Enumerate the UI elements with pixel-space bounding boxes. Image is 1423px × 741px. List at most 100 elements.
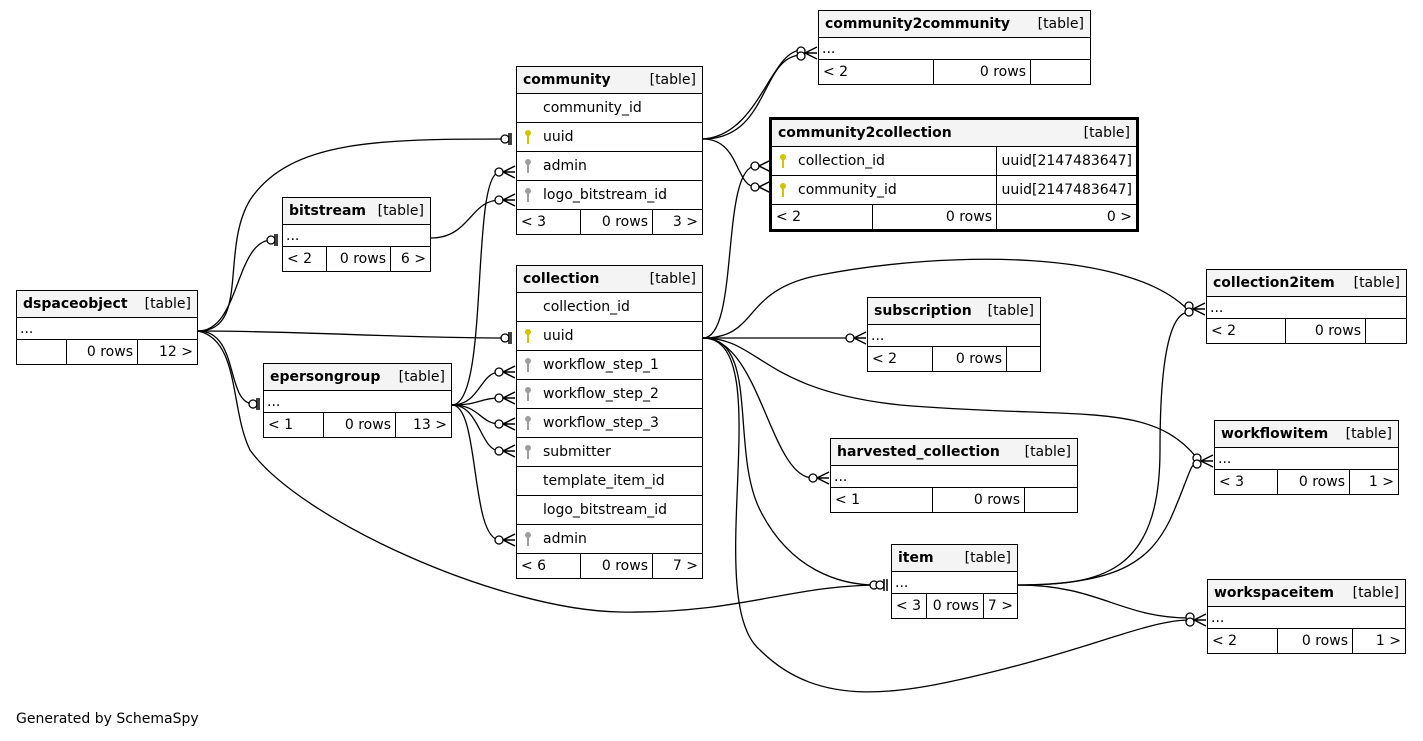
table-footer: 0 rows 12 > — [17, 340, 197, 364]
primary-key-icon — [517, 328, 539, 344]
foreign-key-icon — [517, 158, 539, 174]
ellipsis-row: ... — [264, 391, 451, 413]
child-count[interactable]: 1 > — [1368, 474, 1394, 490]
table-name[interactable]: community — [523, 72, 611, 88]
column-name: collection_id — [543, 299, 630, 315]
table-name[interactable]: collection — [523, 271, 600, 287]
table-footer: < 1 0 rows — [831, 488, 1077, 512]
table-footer: < 2 0 rows — [1207, 319, 1406, 343]
parent-count[interactable] — [17, 340, 67, 364]
table-item[interactable]: item [table] ... < 3 0 rows 7 > — [891, 544, 1018, 619]
column-row[interactable]: community_id — [517, 94, 702, 123]
table-name[interactable]: workflowitem — [1221, 426, 1329, 442]
edge-dspaceobject-epersongroup — [197, 330, 255, 405]
column-row[interactable]: workflow_step_2 — [517, 380, 702, 409]
column-row[interactable]: workflow_step_3 — [517, 409, 702, 438]
table-community[interactable]: community [table] community_id uuid admi… — [516, 66, 703, 235]
parent-count[interactable]: < 6 — [517, 554, 581, 578]
table-header: collection [table] — [517, 266, 702, 293]
child-count[interactable] — [1031, 60, 1090, 84]
column-row[interactable]: uuid — [517, 322, 702, 351]
table-name[interactable]: workspaceitem — [1214, 585, 1334, 601]
table-type: [table] — [377, 203, 424, 219]
child-count[interactable]: 7 > — [987, 598, 1013, 614]
table-type: [table] — [1037, 16, 1084, 32]
child-count[interactable]: 6 > — [400, 251, 426, 267]
table-community2collection[interactable]: community2collection [table] collection_… — [769, 117, 1139, 232]
column-row[interactable]: logo_bitstream_id — [517, 496, 702, 525]
table-header: subscription [table] — [868, 298, 1040, 325]
edge-collection-collection2item — [702, 258, 1189, 339]
child-count[interactable]: 0 > — [1106, 209, 1132, 225]
row-count: 0 rows — [1286, 319, 1366, 343]
child-count[interactable]: 7 > — [672, 558, 698, 574]
table-name[interactable]: community2collection — [778, 125, 952, 141]
table-name[interactable]: subscription — [874, 303, 972, 319]
foreign-key-icon — [517, 187, 539, 203]
table-harvested-collection[interactable]: harvested_collection [table] ... < 1 0 r… — [830, 438, 1078, 513]
table-dspaceobject[interactable]: dspaceobject [table] ... 0 rows 12 > — [16, 290, 198, 365]
foreign-key-icon — [517, 415, 539, 431]
parent-count[interactable]: < 2 — [868, 347, 933, 371]
ellipsis-row: ... — [17, 318, 197, 340]
table-name[interactable]: dspaceobject — [23, 296, 128, 312]
table-type: [table] — [649, 271, 696, 287]
parent-count[interactable]: < 2 — [283, 247, 327, 271]
table-epersongroup[interactable]: epersongroup [table] ... < 1 0 rows 13 > — [263, 363, 452, 438]
table-workspaceitem[interactable]: workspaceitem [table] ... < 2 0 rows 1 > — [1207, 579, 1406, 654]
table-name[interactable]: bitstream — [289, 203, 366, 219]
parent-count[interactable]: < 1 — [831, 488, 933, 512]
table-community2community[interactable]: community2community [table] ... < 2 0 ro… — [818, 10, 1091, 85]
ellipsis-row: ... — [283, 225, 430, 247]
child-count[interactable]: 1 > — [1375, 633, 1401, 649]
child-count[interactable] — [1007, 347, 1040, 371]
column-row[interactable]: admin — [517, 525, 702, 554]
table-collection[interactable]: collection [table] collection_id uuid wo… — [516, 265, 703, 579]
parent-count[interactable]: < 2 — [819, 60, 934, 84]
edge-collection-item — [702, 337, 877, 586]
parent-count[interactable]: < 2 — [772, 205, 873, 229]
parent-count[interactable]: < 3 — [1215, 470, 1278, 494]
edge-community-c2col — [702, 138, 757, 188]
child-count[interactable] — [1025, 488, 1077, 512]
column-row[interactable]: admin — [517, 152, 702, 181]
table-name[interactable]: item — [898, 550, 934, 566]
row-count: 0 rows — [933, 347, 1007, 371]
table-type: [table] — [398, 369, 445, 385]
edge-dspaceobject-bitstream — [197, 239, 273, 332]
column-type: uuid[2147483647] — [1001, 182, 1132, 198]
parent-count[interactable]: < 2 — [1207, 319, 1286, 343]
column-row[interactable]: uuid — [517, 123, 702, 152]
table-name[interactable]: harvested_collection — [837, 444, 1000, 460]
column-row[interactable]: submitter — [517, 438, 702, 467]
table-workflowitem[interactable]: workflowitem [table] ... < 3 0 rows 1 > — [1214, 420, 1399, 495]
table-name[interactable]: collection2item — [1213, 275, 1335, 291]
child-count[interactable]: 3 > — [672, 214, 698, 230]
parent-count[interactable]: < 3 — [892, 594, 927, 618]
row-count: 0 rows — [581, 210, 653, 234]
table-header: community [table] — [517, 67, 702, 94]
column-row[interactable]: workflow_step_1 — [517, 351, 702, 380]
table-collection2item[interactable]: collection2item [table] ... < 2 0 rows — [1206, 269, 1407, 344]
primary-key-icon — [517, 129, 539, 145]
table-subscription[interactable]: subscription [table] ... < 2 0 rows — [867, 297, 1041, 372]
child-count[interactable]: 13 > — [413, 417, 447, 433]
table-name[interactable]: community2community — [825, 16, 1011, 32]
column-row[interactable]: community_id uuid[2147483647] — [772, 176, 1136, 205]
column-row[interactable]: collection_id uuid[2147483647] — [772, 147, 1136, 176]
table-type: [table] — [1353, 275, 1400, 291]
parent-count[interactable]: < 3 — [517, 210, 581, 234]
parent-count[interactable]: < 2 — [1208, 629, 1278, 653]
ellipsis-row: ... — [831, 466, 1077, 488]
column-name: submitter — [543, 444, 611, 460]
column-row[interactable]: template_item_id — [517, 467, 702, 496]
table-bitstream[interactable]: bitstream [table] ... < 2 0 rows 6 > — [282, 197, 431, 272]
child-count[interactable]: 12 > — [159, 344, 193, 360]
ellipsis-row: ... — [1208, 607, 1405, 629]
column-row[interactable]: logo_bitstream_id — [517, 181, 702, 210]
table-name[interactable]: epersongroup — [270, 369, 381, 385]
parent-count[interactable]: < 1 — [264, 413, 324, 437]
column-row[interactable]: collection_id — [517, 293, 702, 322]
child-count[interactable] — [1366, 319, 1406, 343]
table-type: [table] — [1352, 585, 1399, 601]
